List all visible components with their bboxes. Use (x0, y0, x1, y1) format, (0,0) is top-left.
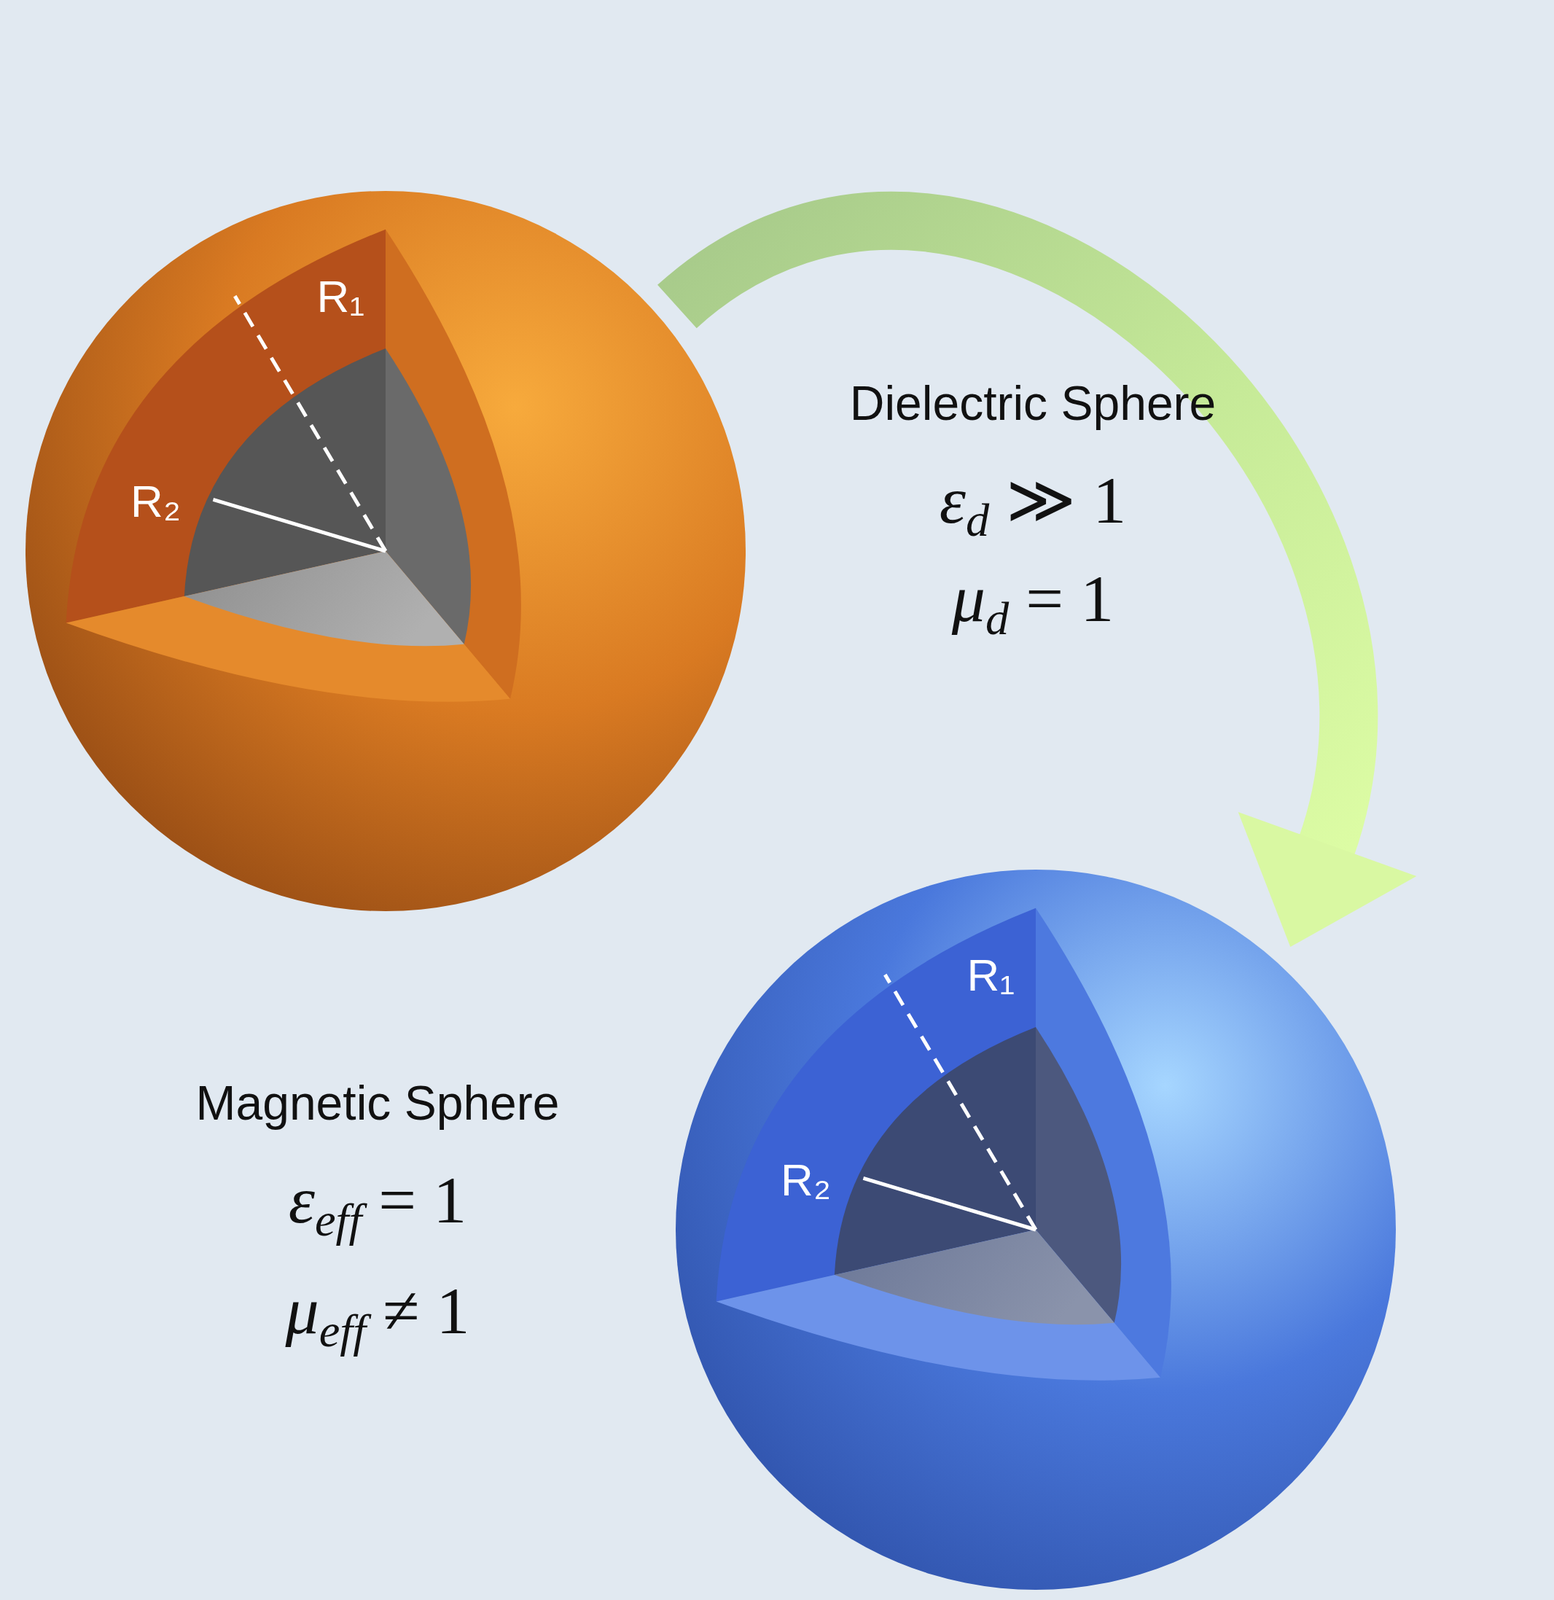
sphere-illustration (23, 188, 748, 914)
sphere: R₁ R₂ (673, 867, 1399, 1592)
sphere-title: Magnetic Sphere (196, 1078, 560, 1127)
permeability-value: μeff ≠ 1 (284, 1277, 470, 1345)
radius-label: R₁ (967, 952, 1016, 998)
sphere-title: Dielectric Sphere (849, 379, 1217, 428)
curved-arrow (677, 220, 1417, 947)
radius-label: R₂ (130, 478, 181, 525)
arrow-band (677, 220, 1349, 848)
permeability-value: μd = 1 (951, 564, 1114, 632)
radius-label: R₁ (317, 274, 366, 320)
arrow-head (1238, 811, 1417, 947)
sphere: R₁ R₂ (23, 188, 748, 914)
sphere-illustration (673, 867, 1399, 1592)
permittivity-value: εeff = 1 (288, 1166, 468, 1234)
permittivity-value: εd ≫ 1 (939, 466, 1127, 534)
radius-label: R₂ (780, 1157, 831, 1203)
